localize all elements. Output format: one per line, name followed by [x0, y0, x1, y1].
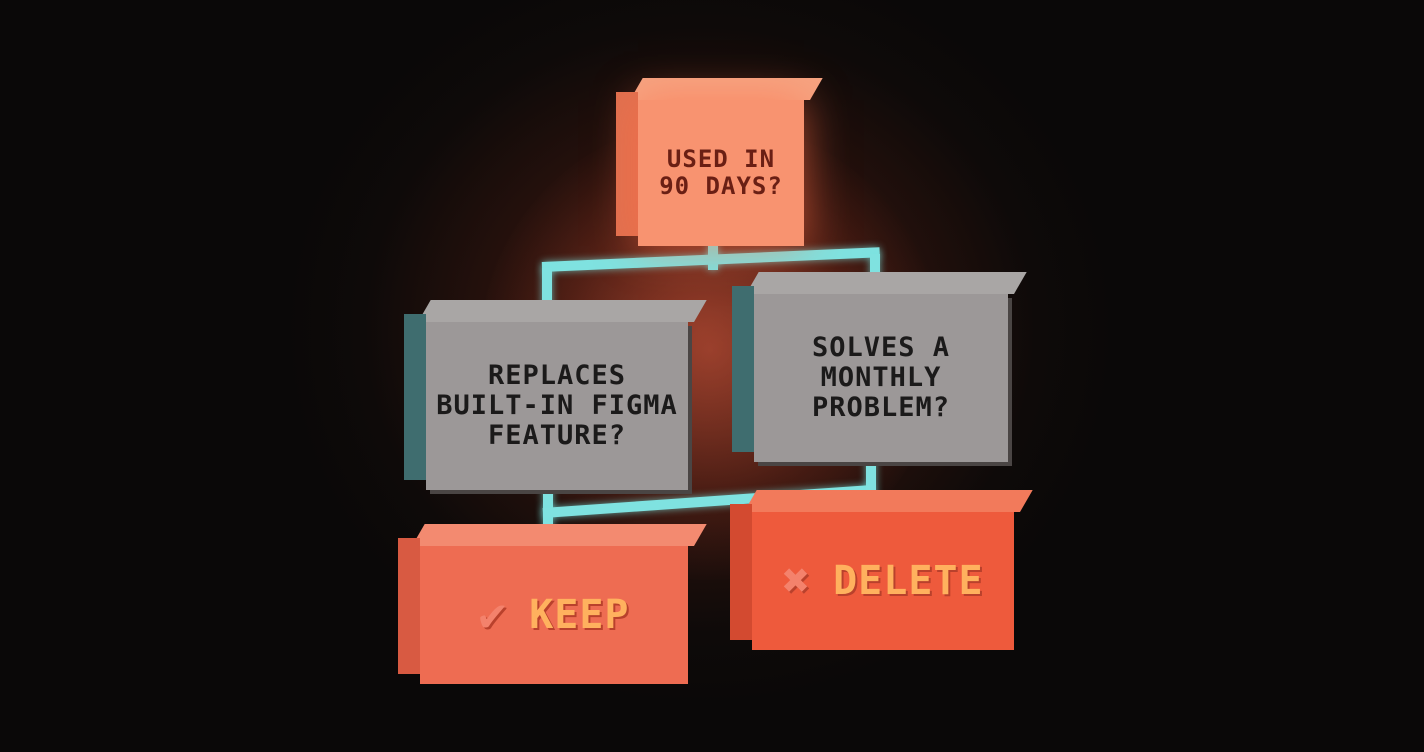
block-side [616, 92, 638, 236]
node-face: SOLVES A MONTHLY PROBLEM? [754, 294, 1008, 462]
node-face: ✔ KEEP [420, 546, 688, 684]
block-top [744, 490, 1033, 512]
node-text-line: REPLACES [487, 359, 627, 391]
block-side [404, 314, 426, 480]
block-top [746, 272, 1027, 294]
outcome-delete: ✖ DELETE [730, 490, 1033, 650]
node-text-line: MONTHLY [820, 361, 942, 393]
connector-bottom-right-stem [866, 456, 876, 512]
outcome-keep: ✔ KEEP [398, 524, 707, 684]
decision-node-solves-monthly-problem: SOLVES A MONTHLY PROBLEM? [732, 272, 1027, 462]
node-text-line: FEATURE? [487, 420, 627, 452]
node-text-line: PROBLEM? [811, 392, 951, 424]
block-top [412, 524, 707, 546]
block-side [732, 286, 754, 452]
decision-node-used-in-90-days: USED IN 90 DAYS? [616, 78, 823, 246]
block-top [418, 300, 707, 322]
outcome-label: DELETE [833, 557, 984, 604]
x-icon: ✖ [782, 553, 812, 608]
connector-top-left-drop [542, 268, 552, 316]
checkmark-icon: ✔ [478, 587, 508, 642]
decision-node-replaces-builtin: REPLACES BUILT-IN FIGMA FEATURE? [404, 300, 707, 490]
node-text-line: SOLVES A [811, 331, 951, 363]
node-face: REPLACES BUILT-IN FIGMA FEATURE? [426, 322, 688, 490]
node-face: ✖ DELETE [752, 512, 1014, 650]
node-face: USED IN 90 DAYS? [638, 100, 804, 246]
node-text-line: BUILT-IN FIGMA [436, 389, 678, 421]
outcome-label: KEEP [529, 591, 630, 638]
node-text-line: 90 DAYS? [659, 172, 783, 200]
node-text-line: USED IN [666, 145, 776, 174]
block-top [630, 78, 823, 100]
block-side [398, 538, 420, 674]
block-side [730, 504, 752, 640]
